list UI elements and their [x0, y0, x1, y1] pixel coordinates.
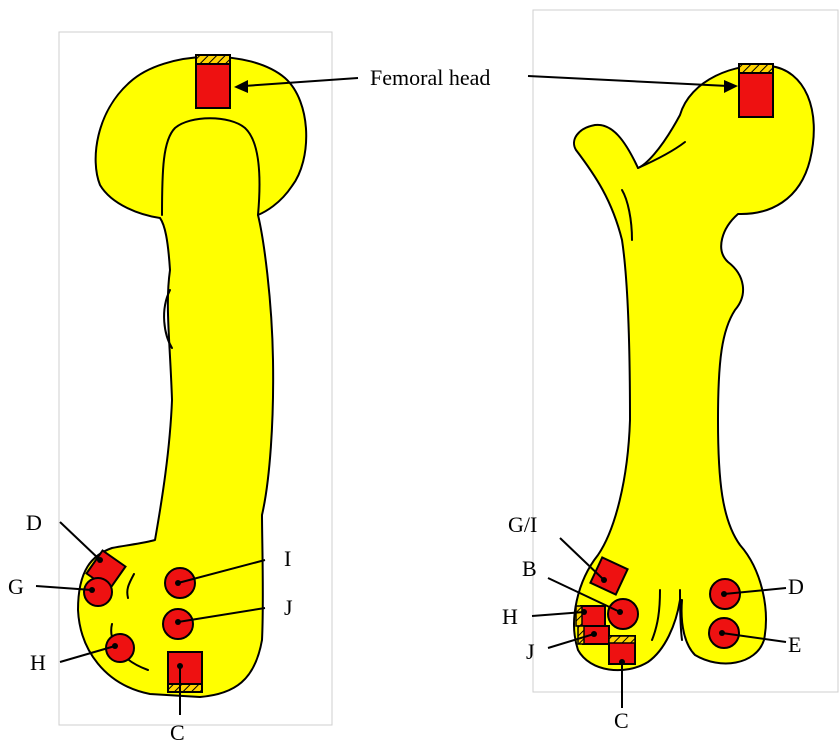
right-label-GI: G/I — [508, 512, 537, 537]
left-label-C: C — [170, 720, 185, 745]
right-femur: G/I B H J D E C — [502, 10, 838, 733]
left-sample-C-hatch — [168, 684, 202, 692]
right-label-E: E — [788, 632, 801, 657]
left-label-D: D — [26, 510, 42, 535]
right-sample-J-hatch — [578, 626, 584, 644]
right-label-C: C — [614, 708, 629, 733]
femoral-head-callout: Femoral head — [234, 65, 738, 93]
right-sample-C-hatch — [609, 636, 635, 643]
right-femoral-head-sample — [739, 73, 773, 117]
left-label-G: G — [8, 574, 24, 599]
left-sample-C — [168, 652, 202, 686]
left-sample-G — [84, 578, 112, 606]
left-bone-outline — [78, 57, 306, 697]
femoral-head-arrow-right — [528, 76, 728, 86]
right-sample-B — [608, 599, 638, 629]
right-sample-H — [581, 606, 605, 626]
right-label-D: D — [788, 574, 804, 599]
left-femur: D G H I J C — [8, 32, 332, 745]
right-sample-H-hatch — [576, 606, 582, 626]
left-leader-D — [60, 522, 100, 560]
right-label-J: J — [526, 639, 535, 664]
right-femoral-head-sample-hatch — [739, 64, 773, 73]
femoral-head-label: Femoral head — [370, 65, 490, 90]
left-femoral-head-sample — [196, 63, 230, 108]
right-label-H: H — [502, 604, 518, 629]
left-femoral-head-sample-hatch — [196, 55, 230, 64]
left-label-H: H — [30, 650, 46, 675]
left-label-J: J — [284, 595, 293, 620]
left-label-I: I — [284, 546, 291, 571]
right-label-B: B — [522, 556, 537, 581]
